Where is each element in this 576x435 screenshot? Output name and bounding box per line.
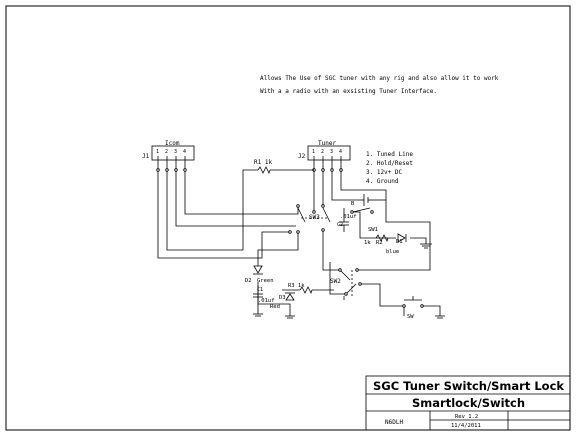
sheet-border	[5, 5, 571, 431]
j1-name-label: Icom	[165, 140, 180, 147]
j1-pin-3: 3	[174, 149, 177, 155]
r2-ref: R2	[376, 240, 383, 246]
c2-value: .01uf	[340, 214, 357, 220]
sw2-label: SW2	[330, 278, 341, 285]
led-d3	[285, 292, 295, 301]
ground-icon	[253, 313, 263, 317]
battery-b	[358, 194, 374, 206]
d1-color-label: blue	[386, 249, 399, 255]
resistor-r1: R1 1k	[254, 159, 272, 175]
resistor-r3	[299, 286, 313, 295]
c2-ref: C2	[337, 222, 343, 228]
d1-label: D1	[396, 239, 403, 245]
c1-ref: C1	[257, 287, 263, 293]
resistor-r2	[375, 234, 389, 243]
legend-pin-3: 3. 12v+ DC	[366, 169, 403, 176]
d3-color-label: Red	[270, 304, 280, 310]
ground-icon	[435, 315, 445, 319]
switch-sw1	[350, 207, 374, 214]
title-block-title: SGC Tuner Switch/Smart Lock	[373, 379, 564, 393]
pushbutton-sw	[402, 296, 424, 308]
j1-pin-2: 2	[165, 149, 168, 155]
title-block	[365, 375, 571, 431]
title-block-author: N6DLH	[385, 419, 403, 426]
sw-label: SW	[407, 314, 414, 320]
c1-value: .01uf	[258, 298, 275, 304]
battery-b-label: B	[351, 201, 355, 207]
title-block-revision: Rev 1.2	[455, 414, 478, 420]
wiring	[157, 169, 441, 316]
ground-icon	[285, 315, 295, 319]
led-d1	[397, 233, 407, 243]
description-line-1: Allows The Use of SGC tuner with any rig…	[260, 75, 499, 82]
led-d2	[253, 265, 263, 275]
r3-label: R3 1k	[288, 283, 305, 289]
switch-sw2	[338, 268, 362, 298]
r1-label: R1 1k	[254, 159, 272, 166]
legend-pin-2: 2. Hold/Reset	[366, 160, 413, 167]
j2-name-label: Tuner	[318, 140, 336, 147]
d3-label: D3	[279, 295, 286, 301]
d2-label: D2	[245, 278, 252, 284]
d2-color-label: Green	[257, 278, 274, 284]
j1-ref-label: J1	[142, 153, 150, 160]
j1-pin-4: 4	[183, 149, 186, 155]
switch-sw3	[288, 204, 331, 234]
j2-ref-label: J2	[298, 153, 306, 160]
capacitor-c1	[253, 293, 263, 314]
description-line-2: With a a radio with an exsisting Tuner I…	[260, 88, 437, 95]
j1-pin-1: 1	[156, 149, 159, 155]
legend-pin-4: 4. Ground	[366, 178, 399, 185]
capacitor-c2	[339, 221, 349, 232]
j2-pin-3: 3	[330, 149, 333, 155]
connector-j2: Tuner J2 1 2 3 4	[298, 140, 351, 172]
sw3-label: SW3	[309, 214, 320, 221]
title-block-date: 11/4/2011	[451, 423, 481, 429]
connector-j1: Icom J1 1 2 3 4	[142, 140, 195, 172]
title-block-subtitle: Smartlock/Switch	[412, 396, 525, 410]
r2-value: 1k	[364, 240, 371, 246]
j2-pin-2: 2	[321, 149, 324, 155]
j2-pin-1: 1	[312, 149, 315, 155]
ground-icon	[420, 243, 432, 249]
legend-pin-1: 1. Tuned Line	[366, 151, 413, 158]
j2-pin-4: 4	[339, 149, 342, 155]
sw1-label: SW1	[368, 227, 378, 233]
